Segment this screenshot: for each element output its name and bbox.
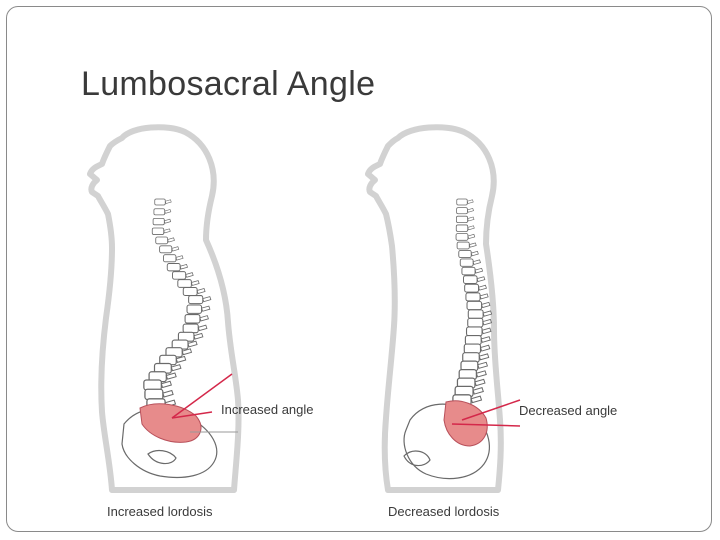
- figure-increased-lordosis: Increased angle Increased lordosis: [87, 124, 314, 519]
- pointer-line-left-upper: [171, 373, 233, 419]
- vertebra: [463, 275, 486, 284]
- vertebra: [166, 263, 188, 272]
- vertebra: [467, 317, 493, 328]
- vertebra: [458, 249, 479, 259]
- vertebra: [461, 266, 484, 276]
- vertebra: [455, 224, 475, 232]
- vertebra: [465, 326, 492, 337]
- vertebra: [463, 343, 491, 354]
- vertebra: [455, 233, 476, 241]
- increased-lordosis-caption: Increased lordosis: [107, 504, 213, 519]
- vertebra: [159, 245, 180, 254]
- vertebra: [182, 323, 208, 334]
- vertebra: [465, 292, 489, 302]
- vertebra: [151, 227, 171, 235]
- increased-angle-label: Increased angle: [221, 402, 314, 417]
- vertebra: [188, 295, 212, 305]
- vertebra: [464, 335, 491, 346]
- sacrum-left: [139, 403, 202, 443]
- pointer-line-right-upper: [461, 399, 521, 421]
- vertebra: [144, 388, 174, 401]
- pointer-line-left-lower: [171, 411, 213, 419]
- vertebra: [143, 379, 172, 391]
- figure-decreased-lordosis: Decreased angle Decreased lordosis: [365, 124, 617, 519]
- vertebra: [459, 258, 481, 267]
- body-silhouette-right: [365, 124, 504, 493]
- vertebra: [467, 309, 493, 319]
- vertebra: [177, 279, 200, 288]
- vertebra: [456, 241, 477, 250]
- body-silhouette-left: [87, 124, 242, 493]
- vertebra: [152, 218, 172, 226]
- vertebra: [186, 304, 211, 314]
- vertebra: [456, 198, 474, 206]
- vertebra: [163, 254, 184, 263]
- vertebra: [153, 208, 172, 216]
- vertebra: [154, 198, 172, 206]
- vertebra: [172, 271, 194, 280]
- slide-title: Lumbosacral Angle: [81, 65, 376, 103]
- spine-left: [143, 198, 212, 410]
- decreased-lordosis-caption: Decreased lordosis: [388, 504, 500, 519]
- vertebra: [464, 283, 487, 293]
- vertebra: [184, 314, 209, 324]
- vertebra: [155, 236, 175, 245]
- vertebra: [182, 287, 206, 296]
- vertebra: [466, 300, 491, 311]
- vertebra: [456, 207, 474, 215]
- vertebra: [455, 215, 475, 223]
- sacrum-right: [443, 400, 488, 447]
- decreased-angle-label: Decreased angle: [519, 403, 617, 418]
- pointer-line-right-lower: [451, 423, 521, 427]
